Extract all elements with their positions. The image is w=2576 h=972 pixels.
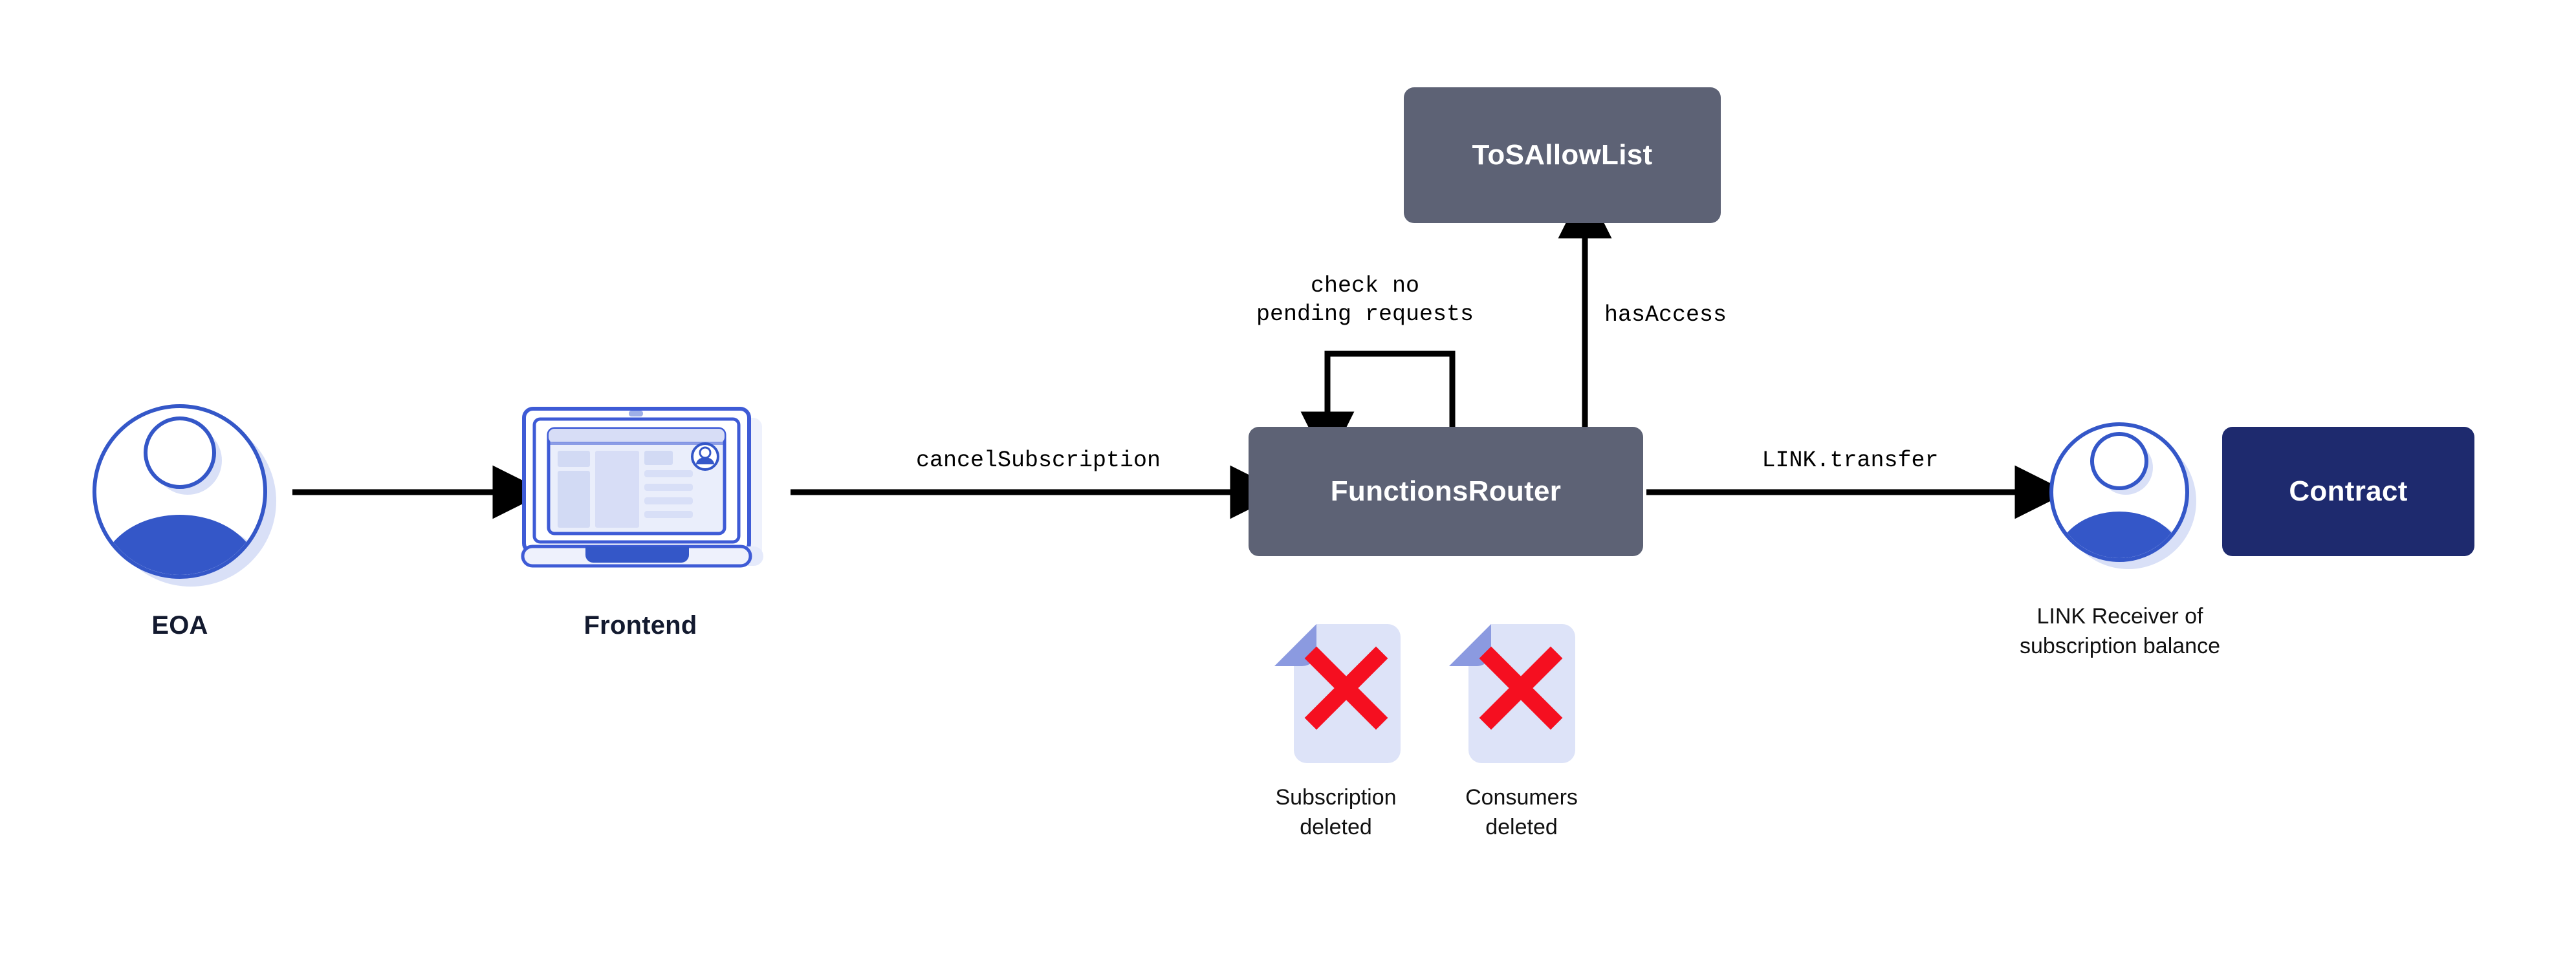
node-link-receiver-caption-line1: LINK Receiver of [2036,604,2203,629]
node-functions-router-label: FunctionsRouter [1330,475,1562,507]
node-link-receiver-caption-line2: subscription balance [2020,634,2220,658]
node-contract[interactable]: Contract [2222,427,2474,556]
node-contract-label: Contract [2289,475,2408,507]
edge-label-cancel-subscription: cancelSubscription [915,448,1161,473]
artifact-caption-line2: deleted [1300,815,1372,839]
artifact-caption-line1: Subscription [1275,785,1397,810]
node-link-receiver-caption: LINK Receiver of subscription balance [1974,601,2265,661]
artifact-caption-subscription-deleted: Subscription deleted [1252,783,1420,842]
artifact-caption-line1: Consumers [1465,785,1578,810]
user-avatar-icon [2049,422,2196,569]
artifact-caption-line2: deleted [1485,815,1558,839]
edge-label-check-no-pending-requests-line2: pending requests [1256,301,1474,327]
node-eoa-label: EOA [151,611,208,640]
node-tos-allow-list-label: ToSAllowList [1472,139,1653,171]
document-deleted-icon [1274,624,1401,763]
edge-label-check-no-pending-requests-line1: check no [1310,273,1420,299]
node-frontend-label: Frontend [584,611,697,640]
edge-functionsrouter-self-loop [1300,351,1456,466]
artifact-caption-consumers-deleted: Consumers deleted [1437,783,1606,842]
edge-label-has-access: hasAccess [1604,302,1727,328]
laptop-icon [521,407,763,568]
node-functions-router[interactable]: FunctionsRouter [1249,427,1643,556]
edge-label-check-no-pending-requests: check no pending requests [1229,272,1501,329]
document-deleted-icon [1449,624,1575,763]
edge-label-link-transfer: LINK.transfer [1762,448,1939,473]
node-tos-allow-list[interactable]: ToSAllowList [1404,87,1721,223]
